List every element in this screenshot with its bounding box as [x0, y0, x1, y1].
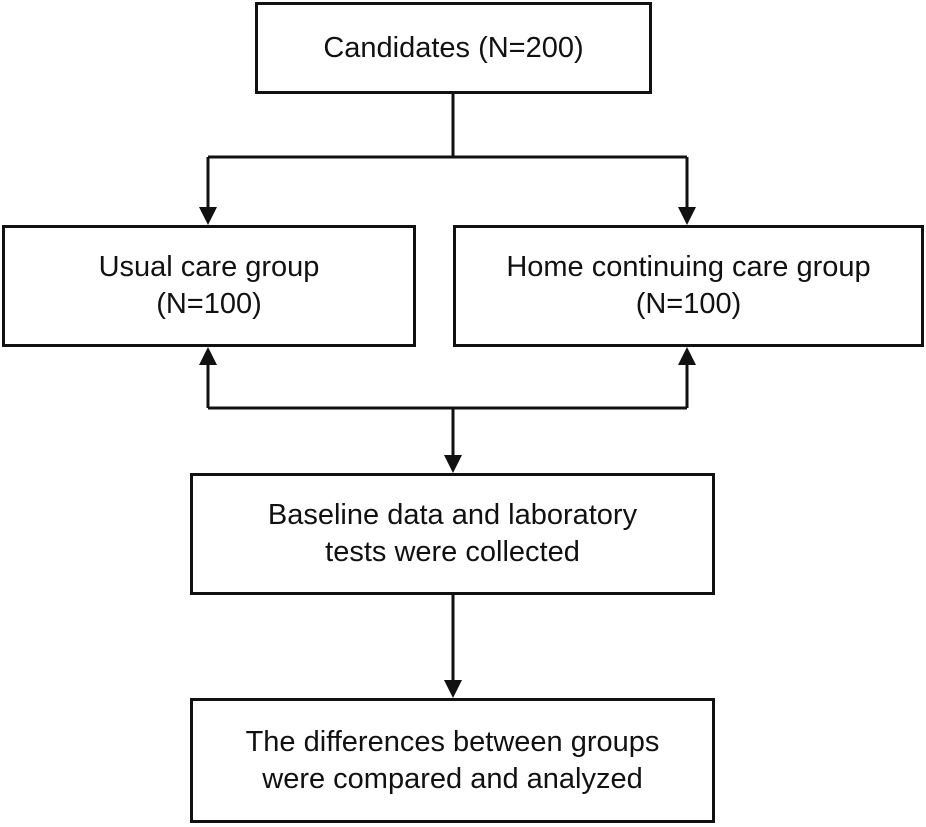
candidates-box: Candidates (N=200) [255, 2, 652, 94]
home-continuing-care-group-box: Home continuing care group (N=100) [453, 225, 924, 347]
baseline-text-line1: Baseline data and laboratory [267, 499, 638, 531]
baseline-text-line2: tests were collected [325, 536, 580, 568]
differences-text-line2: were compared and analyzed [262, 762, 643, 795]
differences-text-line1: The differences between groups [245, 725, 660, 758]
home-care-label: Home continuing care group [506, 251, 871, 283]
usual-care-label: Usual care group [98, 251, 320, 283]
candidates-label: Candidates (N=200) [323, 31, 584, 64]
usual-care-group-box: Usual care group (N=100) [2, 225, 416, 347]
usual-care-count: (N=100) [156, 288, 262, 320]
baseline-data-box: Baseline data and laboratory tests were … [190, 473, 715, 595]
home-care-count: (N=100) [635, 288, 742, 320]
differences-analysis-box: The differences between groups were comp… [190, 698, 715, 823]
